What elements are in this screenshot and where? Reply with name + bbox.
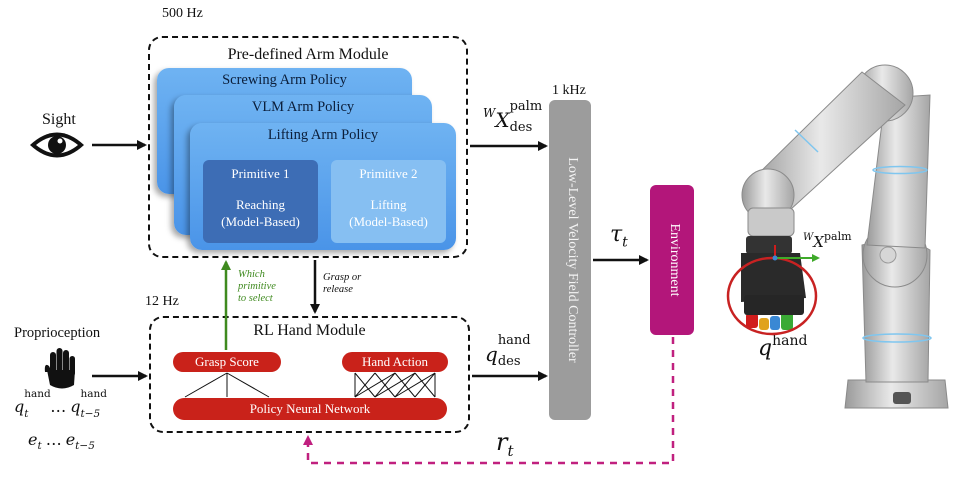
primitive-1-box: Primitive 1 Reaching (Model-Based) (203, 160, 318, 243)
e-history-dots: … (45, 430, 62, 449)
policy-title-lifting: Lifting Arm Policy (267, 127, 379, 143)
x-des-sub: des (509, 120, 533, 135)
tau-sub: t (622, 234, 628, 251)
robot-x-pre: W (803, 232, 814, 243)
e-history-b: e (65, 430, 76, 449)
hand-icon (44, 348, 75, 389)
freq-1khz-label: 1 kHz (552, 83, 586, 98)
environment-bar (650, 185, 694, 335)
which-primitive-text: Which primitive to select (238, 269, 276, 304)
q-history-b-sup: hand (80, 388, 108, 400)
primitive-1-title: Primitive 1 (231, 166, 290, 181)
hand-action-connections (354, 372, 436, 398)
eye-icon (30, 132, 84, 158)
tau-base: τ (610, 222, 623, 247)
arm-module-title: Pre-defined Arm Module (227, 46, 389, 63)
policy-title-vlm: VLM Arm Policy (251, 99, 355, 115)
grasp-release-label: Grasp or release (323, 272, 365, 296)
reward-sub: t (507, 441, 514, 460)
q-history-dots: … (50, 397, 67, 416)
robot-x-math: WXpalm (803, 230, 852, 251)
primitive-1-line1: Reaching (235, 197, 286, 212)
robot-q-math: qhand (758, 333, 808, 361)
q-des-sup: hand (497, 333, 531, 348)
hand-module-box (149, 316, 470, 433)
q-history-b: q (70, 397, 81, 416)
q-history-b-sub: t−5 (80, 408, 101, 420)
reward-math: rt (496, 428, 514, 460)
policy-network-pill: Policy Neural Network (173, 398, 447, 420)
primitive-2-line1: Lifting (370, 197, 407, 212)
controller-bar (549, 100, 591, 420)
q-des-base: q (485, 342, 498, 366)
q-history-a-sub: t (24, 408, 29, 420)
arm-module-box (148, 36, 468, 258)
robot-x-base: X (813, 233, 824, 251)
grasp-score-connections (184, 372, 270, 398)
robot-x-sup: palm (823, 230, 852, 243)
q-history-a: q (14, 397, 25, 416)
freq-500hz-label: 500 Hz (162, 6, 203, 21)
tau-math: τt (610, 222, 628, 250)
primitive-2-line2: (Model-Based) (349, 214, 428, 229)
primitive-2-title: Primitive 2 (359, 166, 418, 181)
q-des-sub: des (497, 354, 521, 369)
e-history-label: et…et−5 (28, 430, 95, 452)
hand-action-pill: Hand Action (342, 352, 448, 372)
freq-12hz-label: 12 Hz (145, 294, 179, 309)
reward-loop-arrow (303, 337, 675, 465)
robot-q-base: q (758, 336, 773, 361)
e-history-a-sub: t (37, 440, 42, 453)
reward-base: r (496, 428, 508, 456)
x-des-sup: palm (509, 99, 543, 114)
hand-module-title: RL Hand Module (253, 322, 366, 339)
robot-q-sup: hand (772, 333, 808, 349)
proprioception-label: Proprioception (14, 325, 101, 341)
x-des-base: X (495, 108, 510, 132)
grasp-score-pill: Grasp Score (173, 352, 281, 372)
e-history-a: e (28, 430, 38, 449)
sight-label: Sight (42, 111, 76, 128)
robot-arm-image (726, 64, 949, 409)
primitive-2-box: Primitive 2 Lifting (Model-Based) (331, 160, 446, 243)
q-history-a-sup: hand (24, 388, 51, 400)
primitive-1-line2: (Model-Based) (221, 214, 300, 229)
grasp-release-text: Grasp or release (323, 272, 362, 295)
policy-title-screwing: Screwing Arm Policy (222, 72, 347, 88)
x-des-pre: W (483, 106, 496, 120)
which-primitive-label: Which primitive to select (238, 269, 286, 305)
e-history-b-sub: t−5 (75, 440, 95, 453)
